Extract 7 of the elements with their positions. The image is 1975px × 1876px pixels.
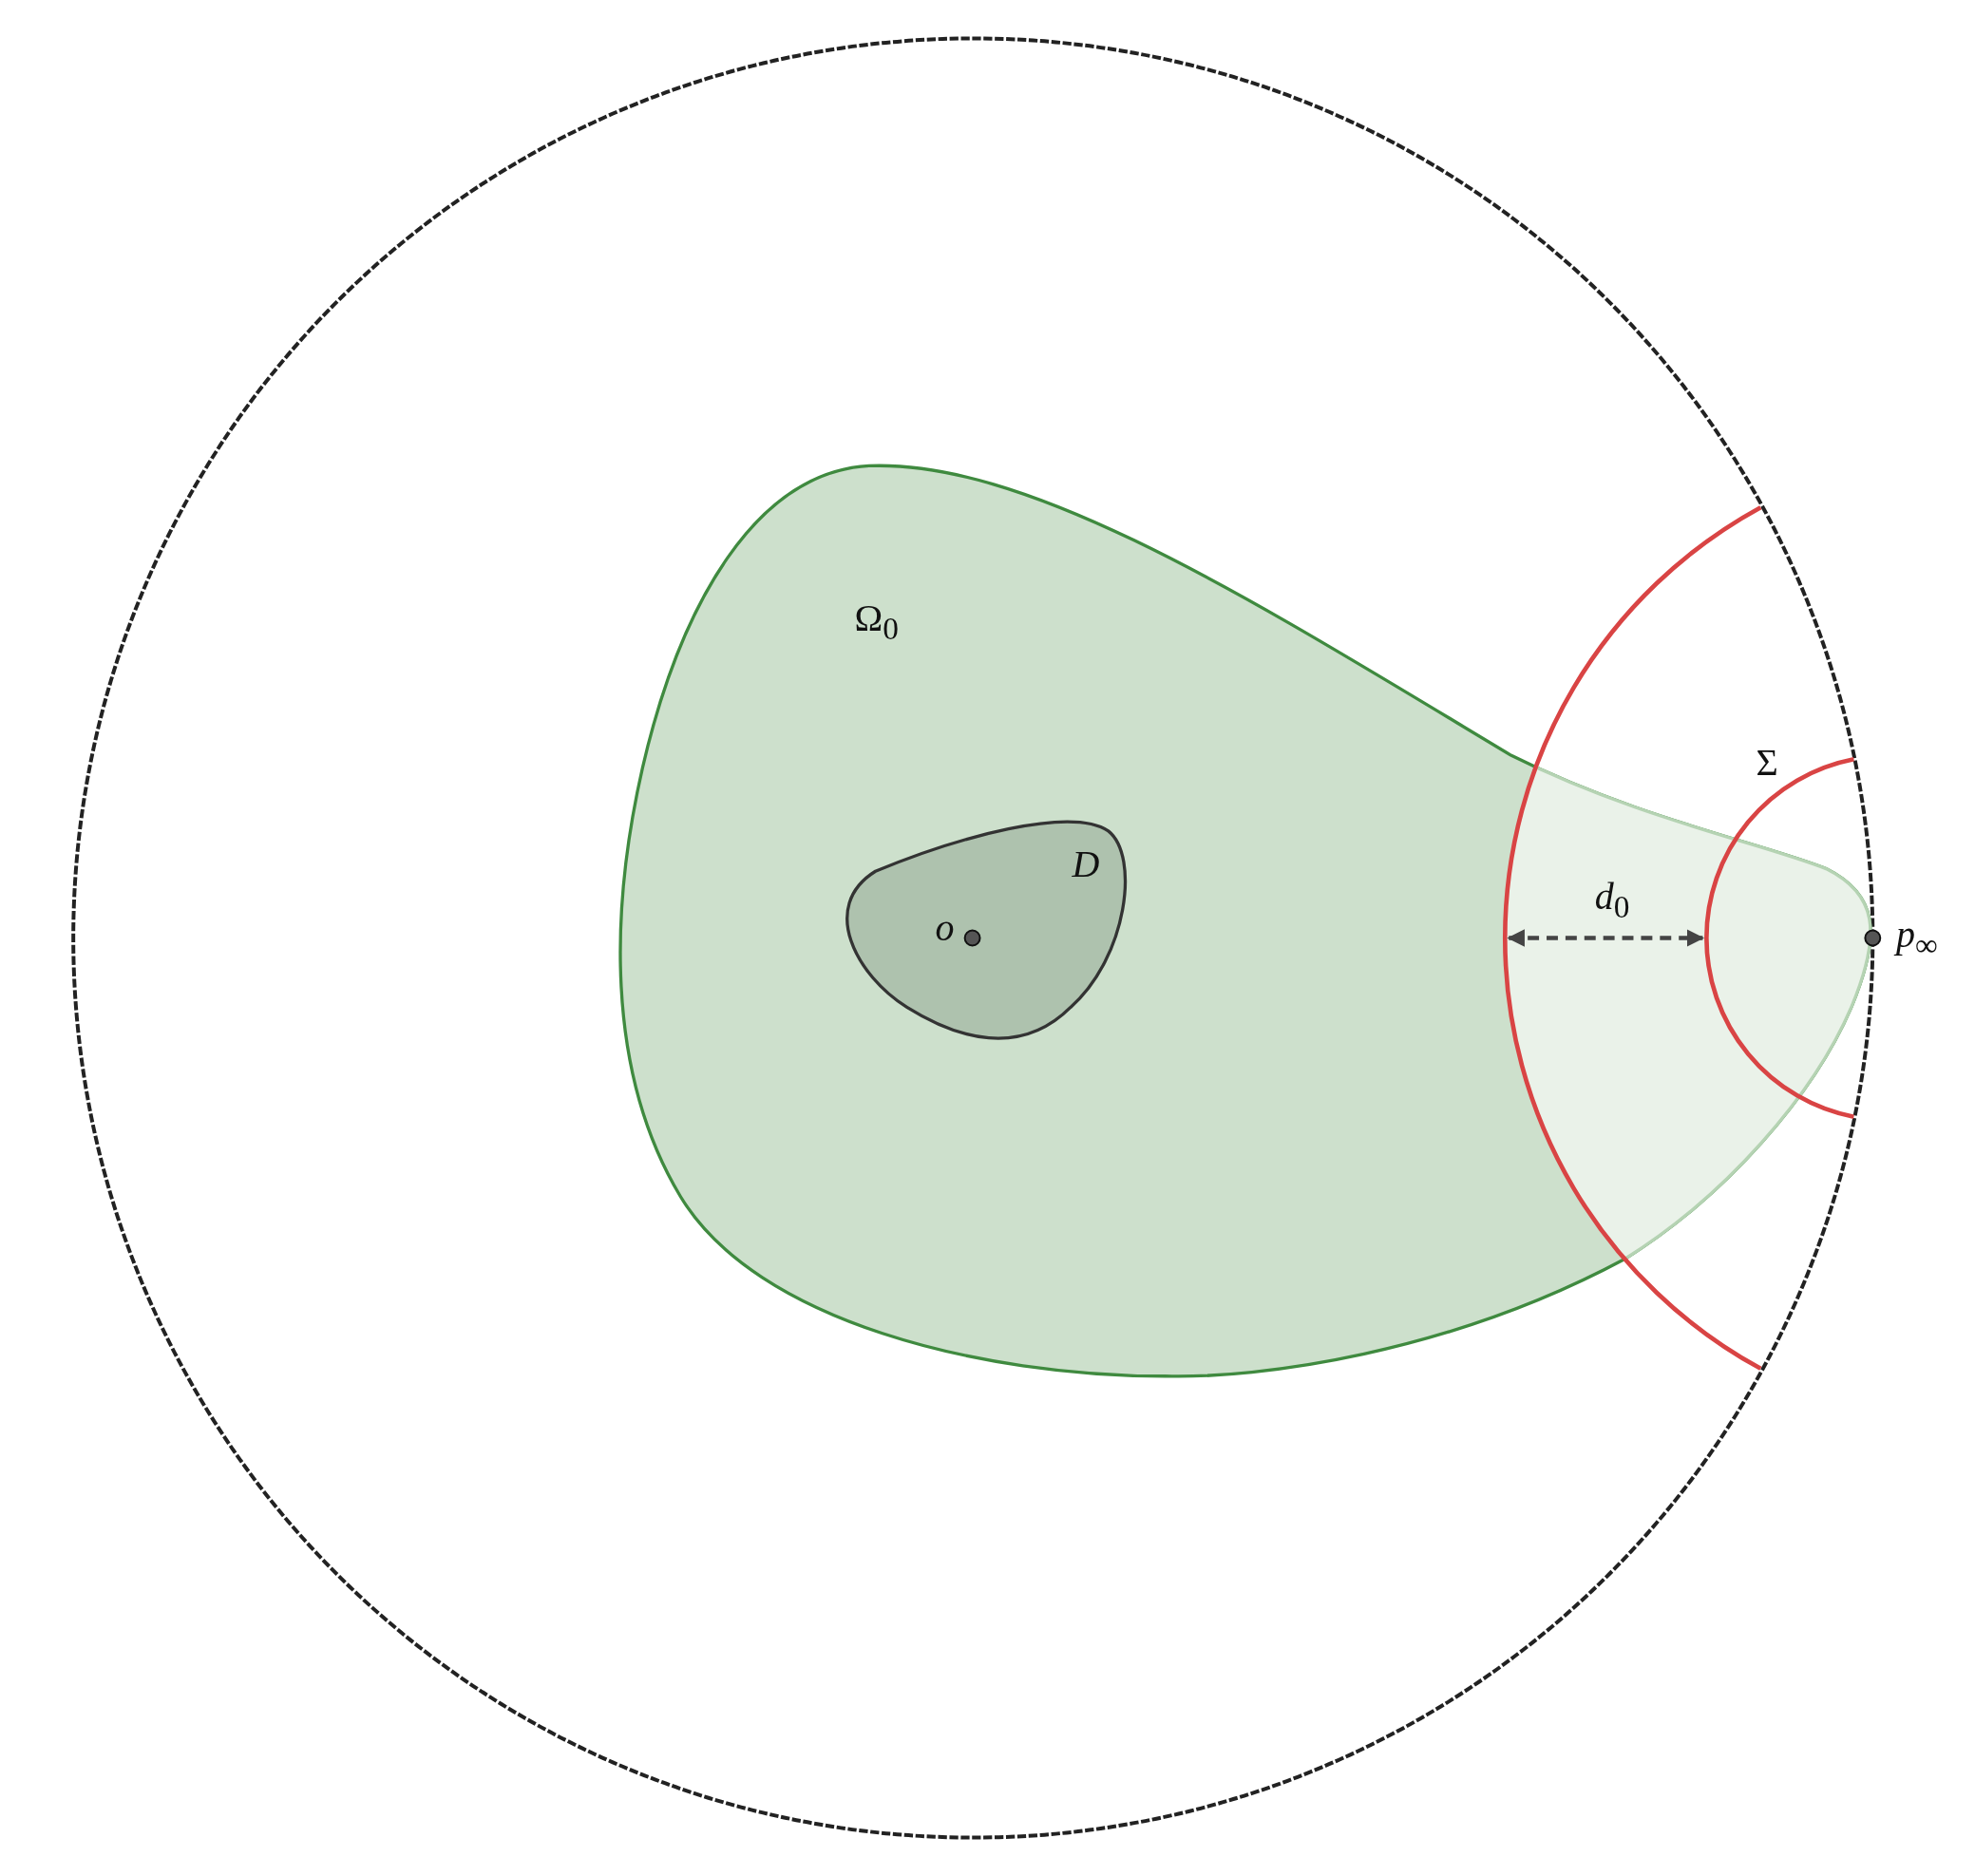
- inner-region: [845, 820, 1128, 1040]
- point-label: o: [935, 909, 955, 948]
- shaded-region: [618, 464, 1872, 1378]
- distance-label: d$_{0}$: [1594, 878, 1630, 923]
- region-label: Ω$_{0}$: [854, 599, 899, 645]
- region-label: D: [1072, 844, 1100, 883]
- arc-label: Σ: [1756, 744, 1778, 783]
